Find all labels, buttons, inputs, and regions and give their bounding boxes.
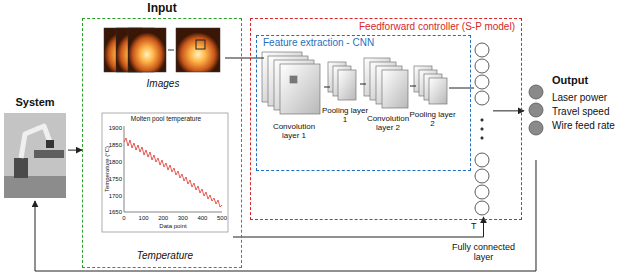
feature-map [429, 78, 447, 104]
kernel-mark [290, 76, 297, 83]
node-title: Fully connected layer [444, 242, 524, 263]
conv-layer: Convolution layer 2 [366, 60, 410, 112]
connector [493, 110, 524, 111]
cnn-box: Feature extraction - CNN Convolution laye… [256, 35, 471, 171]
robot-base [14, 158, 28, 178]
node-title: Pooling layer 1 [321, 107, 369, 125]
temperature-curve [124, 138, 222, 207]
node-text: Wire feed rate [552, 120, 615, 132]
signal-label: T [471, 221, 477, 231]
pool-layer: Pooling layer 1 [330, 64, 360, 104]
neuron [475, 169, 489, 183]
neuron [475, 75, 489, 89]
system-node: System [2, 95, 68, 201]
neuron [475, 153, 489, 167]
images-panel: Images [101, 25, 225, 91]
x-axis [124, 212, 222, 213]
neuron [475, 43, 489, 57]
neuron [475, 91, 489, 105]
temperature-panel: Molten pool temperatureTemperature [97, 111, 233, 263]
node-title: Pooling layer 2 [409, 111, 457, 129]
controller-box: Feedforward controller (S-P model) Featur… [250, 18, 522, 220]
feature-map [338, 70, 356, 100]
node-title: System [2, 96, 68, 109]
tick-label: 1900 [104, 124, 122, 132]
tick-label: 1650 [104, 208, 122, 216]
neuron [475, 185, 489, 199]
photo-ground [4, 113, 66, 198]
tick-label: 100 [134, 214, 154, 222]
robot-arm [21, 126, 50, 158]
pool-layer-1-stack [328, 62, 356, 100]
photo-floor [4, 176, 66, 198]
neuron [475, 59, 489, 73]
image-frame [128, 28, 166, 72]
fc-layer: Fully connected layer [474, 43, 493, 217]
node-title: Output [552, 74, 588, 87]
output-node: OutputLaser powerTravel speedWire feed r… [524, 70, 634, 160]
neuron [475, 201, 489, 215]
ellipsis-dot [481, 128, 483, 130]
node-title: Molten pool temperature [103, 115, 229, 122]
output-neuron [529, 85, 543, 99]
tick-label: 500 [212, 214, 232, 222]
conv-layer: Convolution layer 1 [264, 54, 324, 120]
node-title: Convolution layer 2 [364, 115, 412, 133]
photo-table [34, 150, 64, 158]
connector [360, 84, 366, 85]
node-text: Travel speed [552, 106, 609, 118]
plot-frame [102, 113, 228, 232]
node-text: Laser power [552, 92, 607, 104]
system-photo [4, 113, 66, 198]
feature-map [382, 70, 408, 108]
node-title: Convolution layer 1 [270, 123, 318, 141]
axis-title: Data point [148, 222, 198, 230]
y-axis [124, 126, 125, 212]
image-frame [176, 28, 220, 72]
fully-connected-neurons [475, 43, 489, 215]
output-neuron [529, 121, 543, 135]
conv-layer-2-stack [364, 58, 408, 108]
node-text: Temperature [97, 250, 233, 262]
robot-head [46, 140, 54, 148]
connector [410, 86, 416, 87]
connector [68, 150, 82, 151]
conv-layer-1-stack [262, 52, 320, 114]
receptive-field [196, 40, 205, 49]
node-title: Feature extraction - CNN [263, 37, 374, 49]
node-title: Feedforward controller (S-P model) [359, 21, 515, 33]
temperature-plot [102, 113, 228, 232]
tick-label: 400 [192, 214, 212, 222]
feature-map [280, 64, 320, 114]
output-neuron [529, 103, 543, 117]
tick-label: 0 [114, 214, 134, 222]
connector [225, 58, 264, 59]
tick-label: 1700 [104, 192, 122, 200]
tick-label: 300 [173, 214, 193, 222]
axis-title: Temperature (°C) [103, 142, 111, 196]
node-title: Input [83, 2, 241, 16]
connector [233, 217, 484, 237]
pool-layer: Pooling layer 2 [416, 68, 449, 108]
node-title: Images [101, 78, 225, 90]
melt-pool-images [104, 28, 220, 72]
ellipsis-dash [168, 50, 174, 51]
pool-layer-2-stack [414, 66, 447, 104]
input-box: InputImagesMolten pool temperatureTemper… [82, 18, 242, 268]
ellipsis-dot [481, 119, 483, 121]
output-neurons [529, 85, 543, 135]
tick-label: 200 [153, 214, 173, 222]
ellipsis-dot [481, 137, 483, 139]
connector [35, 160, 536, 271]
connector [324, 87, 330, 88]
